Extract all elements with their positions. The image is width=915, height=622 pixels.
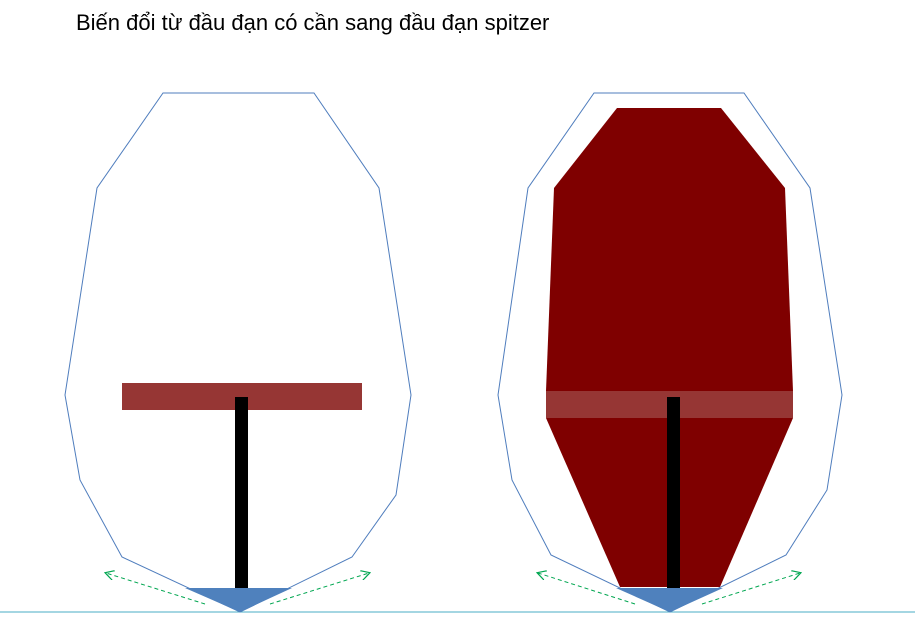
rod-warhead-outline [64, 92, 412, 613]
spitzer-warhead-arrow-right [701, 573, 800, 605]
spitzer-warhead-outline [497, 92, 843, 613]
spitzer-warhead-arrow-left [538, 573, 636, 605]
rod-warhead [64, 92, 412, 613]
spitzer-warhead-detonator [616, 588, 723, 612]
rod-warhead-arrow-left [106, 573, 206, 605]
diagram-title: Biến đổi từ đầu đạn có cần sang đầu đạn … [76, 10, 550, 35]
rod-warhead-detonator [185, 588, 292, 612]
spitzer-warhead-rod [667, 397, 680, 589]
rod-warhead-rod [235, 397, 248, 589]
spitzer-warhead [497, 92, 843, 613]
spitzer-warhead-core [546, 108, 793, 391]
rod-warhead-arrow-right [269, 573, 369, 605]
